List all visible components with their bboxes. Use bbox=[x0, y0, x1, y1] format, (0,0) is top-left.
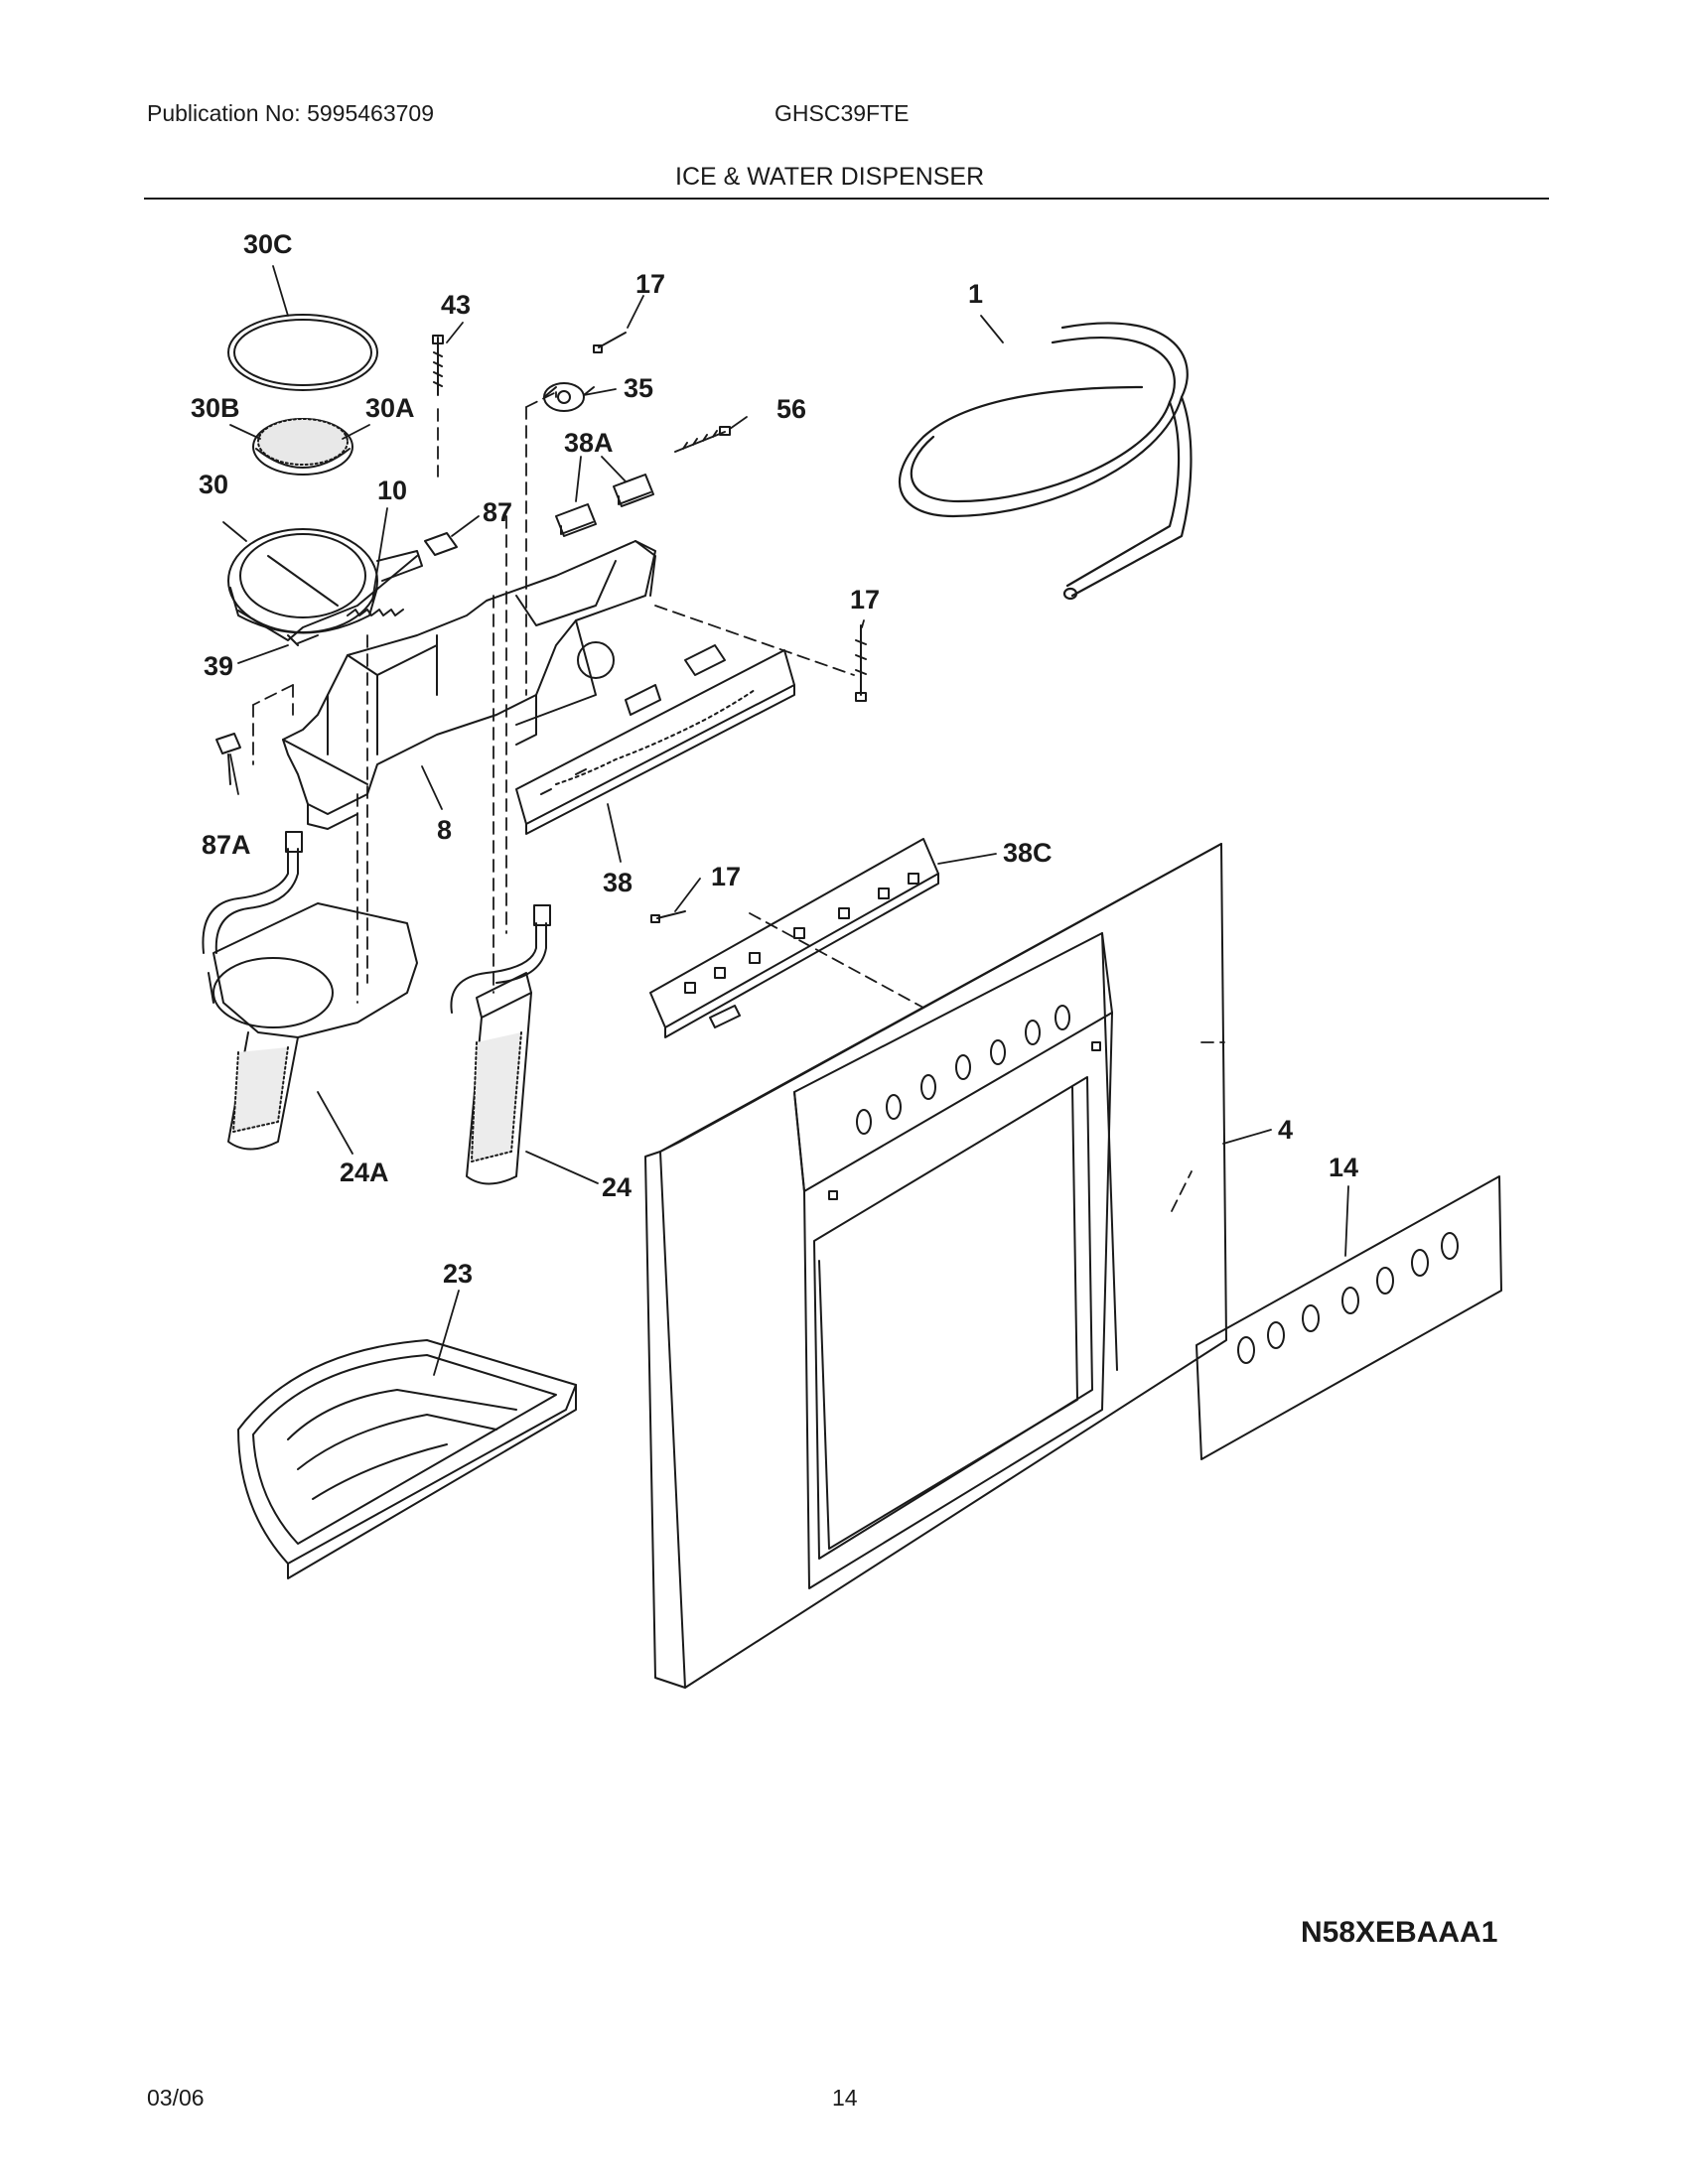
callout-17: 17 bbox=[635, 269, 665, 299]
callout-30c: 30C bbox=[243, 229, 293, 259]
control-board-38 bbox=[515, 644, 795, 835]
callout-39: 39 bbox=[204, 651, 233, 681]
screw-17-top bbox=[593, 332, 627, 353]
callout-8: 8 bbox=[437, 815, 452, 845]
callout-56: 56 bbox=[776, 394, 806, 424]
callout-43: 43 bbox=[441, 290, 471, 320]
assembly-guide-lines bbox=[252, 391, 1225, 1212]
solenoid-35 bbox=[543, 382, 595, 412]
screw-43 bbox=[432, 335, 444, 396]
callout-leaders bbox=[222, 265, 1349, 1376]
footer-date: 03/06 bbox=[147, 2085, 205, 2111]
ice-chute-24a bbox=[202, 831, 418, 1151]
callout-35: 35 bbox=[624, 373, 653, 403]
callout-38c: 38C bbox=[1003, 838, 1053, 868]
overlay-panel-14 bbox=[1196, 1175, 1502, 1460]
dispenser-front-panel-4 bbox=[644, 843, 1227, 1689]
callout-30b: 30B bbox=[191, 393, 240, 423]
callout-38a: 38A bbox=[564, 428, 614, 458]
callout-14: 14 bbox=[1329, 1153, 1358, 1182]
screw-17-lower bbox=[650, 910, 686, 923]
header-rule bbox=[144, 198, 1549, 200]
switches-38a bbox=[555, 474, 654, 537]
diagram-reference-code: N58XEBAAA1 bbox=[1301, 1916, 1498, 1949]
callout-87a: 87A bbox=[202, 830, 251, 860]
water-actuator-24 bbox=[450, 904, 551, 1185]
publication-number: Publication No: 5995463709 bbox=[147, 100, 435, 126]
drip-tray-23 bbox=[237, 1339, 577, 1579]
front-panel-button-holes bbox=[856, 1005, 1070, 1135]
callout-30: 30 bbox=[199, 470, 228, 499]
callout-10: 10 bbox=[377, 476, 407, 505]
callout-labels: 30C 43 17 1 35 30B 30A 56 38A 30 10 87 1… bbox=[191, 229, 1358, 1289]
clip-87 bbox=[424, 532, 458, 556]
screw-17-right bbox=[855, 624, 867, 702]
overlay-button-circles bbox=[1237, 1232, 1459, 1364]
callout-24a: 24A bbox=[340, 1158, 389, 1187]
section-title: ICE & WATER DISPENSER bbox=[675, 163, 985, 191]
dispenser-housing-8 bbox=[282, 540, 656, 830]
gasket-ring-30c bbox=[227, 314, 378, 391]
water-tubing-1 bbox=[898, 322, 1193, 601]
callout-23: 23 bbox=[443, 1259, 473, 1289]
callout-24: 24 bbox=[602, 1172, 632, 1202]
clip-87a bbox=[215, 733, 241, 785]
callout-1: 1 bbox=[968, 279, 983, 309]
callout-38: 38 bbox=[603, 868, 633, 897]
callout-4: 4 bbox=[1278, 1115, 1293, 1145]
callout-30a: 30A bbox=[365, 393, 415, 423]
switch-board-38c bbox=[649, 838, 939, 1038]
page-number: 14 bbox=[832, 2085, 858, 2111]
filter-disc-30b bbox=[252, 418, 353, 476]
screw-56 bbox=[674, 426, 731, 453]
callout-87: 87 bbox=[483, 497, 512, 527]
model-number: GHSC39FTE bbox=[774, 100, 910, 126]
callout-17-right: 17 bbox=[850, 585, 880, 614]
dispenser-ring-30 bbox=[227, 528, 423, 646]
callout-17-lower: 17 bbox=[711, 862, 741, 891]
